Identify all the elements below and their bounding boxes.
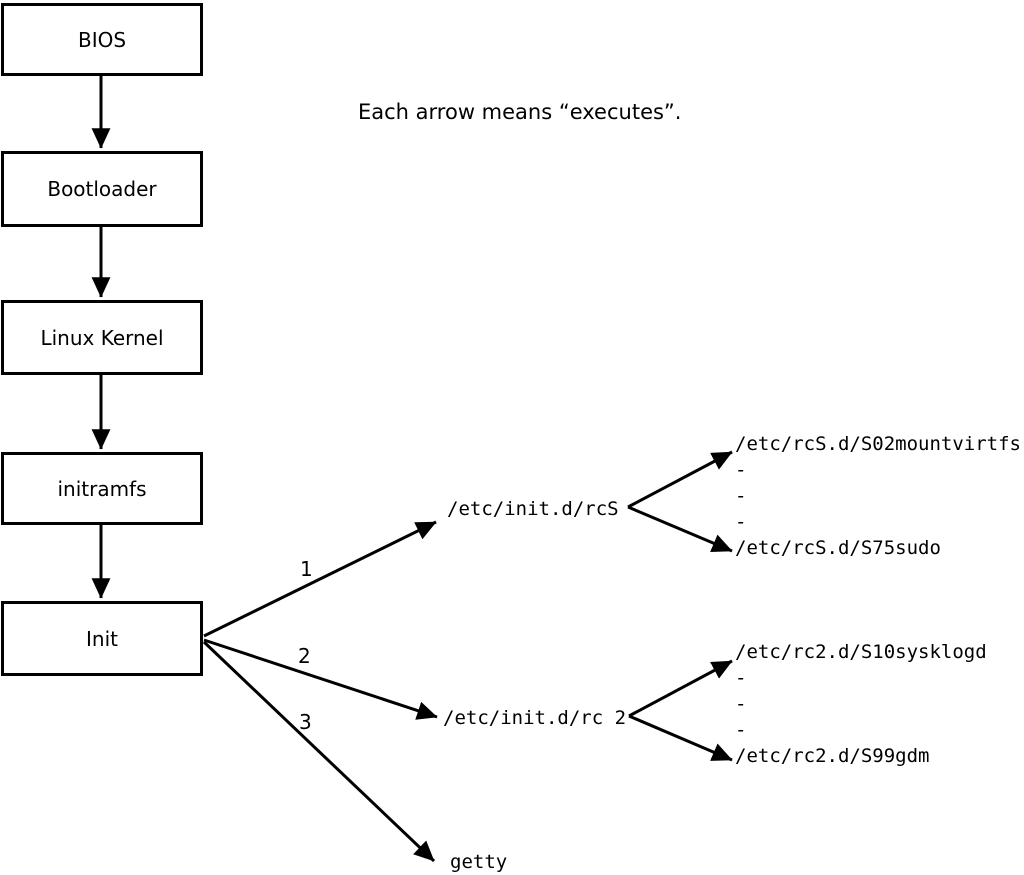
rc2-script-ellipsis-3: - [735,719,747,741]
node-init: Init [1,601,203,676]
edge-label-2: 2 [298,644,311,668]
rc2-script-s10sysklogd: /etc/rc2.d/S10sysklogd [735,641,987,663]
target-init-d-rcs: /etc/init.d/rcS [447,498,619,520]
rcs-script-s75sudo: /etc/rcS.d/S75sudo [735,537,941,559]
rcs-script-s02mountvirtfs: /etc/rcS.d/S02mountvirtfs [735,433,1021,455]
rc2-script-list: /etc/rc2.d/S10sysklogd - - - /etc/rc2.d/… [735,639,987,769]
edge-label-3: 3 [299,710,312,734]
arrow-init-to-rc2 [203,638,438,720]
node-initramfs: initramfs [1,452,203,525]
rc2-script-s99gdm: /etc/rc2.d/S99gdm [735,745,930,767]
rcs-script-ellipsis-2: - [735,485,747,507]
arrow-init-to-rcs [203,520,437,638]
edge-label-1: 1 [300,557,313,581]
node-bootloader: Bootloader [1,151,203,227]
node-linux-kernel-label: Linux Kernel [40,325,164,350]
node-init-label: Init [86,626,118,651]
rcs-script-ellipsis-1: - [735,459,747,481]
rc2-script-ellipsis-1: - [735,667,747,689]
rcs-script-list: /etc/rcS.d/S02mountvirtfs - - - /etc/rcS… [735,431,1021,561]
node-linux-kernel: Linux Kernel [1,300,203,375]
arrow-rc2-to-s99gdm [628,714,733,762]
node-bootloader-label: Bootloader [47,177,157,201]
target-getty: getty [450,851,508,873]
rc2-script-ellipsis-2: - [735,693,747,715]
rcs-script-ellipsis-3: - [735,511,747,533]
node-initramfs-label: initramfs [57,476,147,501]
arrow-rcs-to-s02mountvirtfs [627,450,733,509]
node-bios-label: BIOS [77,27,127,52]
target-init-d-rc2: /etc/init.d/rc 2 [443,707,627,729]
arrow-rc2-to-s10sysklogd [628,659,733,718]
diagram-caption: Each arrow means “executes”. [358,100,682,124]
node-bios: BIOS [1,3,203,76]
arrow-init-to-getty [202,640,436,863]
arrow-rcs-to-s75sudo [627,505,733,553]
